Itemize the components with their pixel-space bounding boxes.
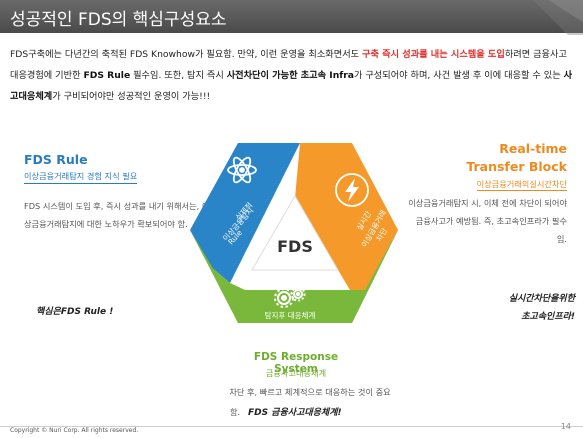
center-label: FDS [277, 237, 313, 256]
blue-segment [190, 143, 300, 283]
intro-text-3: 필수임. 또한, 탐지 즉시 [130, 70, 227, 81]
lightning-icon [335, 173, 369, 207]
intro-bold-3: 사고대응체계 [10, 70, 573, 102]
atom-icon [227, 156, 257, 184]
rule-body: FDS 시스템이 도입 후, 즉시 성과를 내기 위해서는, 이상금융거래탐지에… [24, 201, 210, 229]
intro-text-1: FDS구축에는 다년간의 축적된 FDS Knowhow가 필요함. 만약, 이… [10, 49, 363, 60]
realtime-subtitle: 이상금융거래의실시간차단 [476, 179, 567, 191]
footer-divider [0, 426, 583, 427]
corner-decoration [533, 0, 583, 35]
realtime-title: Real-time Transfer Block [447, 140, 567, 176]
intro-text-2: 하려면 금융사고 대응경험에 기반한 [10, 49, 567, 81]
green-label: 탐지후 대응체계 [265, 310, 316, 320]
intro-text-4: 가 구성되어야 하며, 사건 발생 후 이에 대응할 수 있는 [353, 70, 564, 81]
realtime-title-line2: Transfer Block [466, 159, 567, 174]
intro-bold-2: 사전차단이 가능한 초고속 Infra [226, 70, 354, 81]
realtime-title-line1: Real-time [499, 141, 567, 156]
intro-highlight-1: 구축 즉시 성과를 내는 시스템을 도입 [362, 49, 505, 60]
response-body: 차단 후, 빠르고 체계적으로 대응하는 것이 중요 [229, 387, 391, 397]
intro-bold-1: FDS Rule [83, 70, 131, 81]
response-body-suffix: 함. [230, 407, 241, 417]
response-subtitle: 금융사고대응체계 [265, 368, 327, 378]
copyright-text: Copyright © Nuri Corp. All rights reserv… [10, 427, 139, 434]
intro-text-5: 가 구비되어야만 성공적인 운영이 가능!!! [52, 91, 211, 102]
fds-triangle-diagram: FDS 실제적 이상금융탐지 Rule 실시간 이상금융거래 차단 탐지후 대응… [190, 143, 398, 323]
response-emphasis: FDS 금융사고대응체계! [248, 408, 342, 418]
realtime-emphasis: 실시간차단을위한 초고속인프라! [509, 290, 575, 326]
rule-subtitle: 이상금융거래탐지 경험 지식 필요 [24, 170, 138, 184]
rule-title: FDS Rule [24, 152, 88, 167]
realtime-emphasis-line1: 실시간차단을위한 [508, 294, 575, 304]
realtime-body: 이상금융거래탐지 시, 이체 전에 차단이 되어야 금융사고가 예방됨. 즉, … [408, 198, 567, 244]
orange-segment [295, 143, 398, 290]
intro-paragraph: FDS구축에는 다년간의 축적된 FDS Knowhow가 필요함. 만약, 이… [10, 44, 576, 107]
gears-icon [274, 286, 306, 308]
realtime-emphasis-line2: 초고속인프라! [521, 312, 575, 322]
center-triangle [251, 195, 339, 271]
page-number: 14 [560, 422, 571, 431]
title-bar: 성공적인 FDS의 핵심구성요소 [0, 0, 583, 33]
page-title: 성공적인 FDS의 핵심구성요소 [10, 10, 227, 30]
response-title: FDS Response System [253, 351, 339, 375]
rule-emphasis: 핵심은FDS Rule ! [36, 307, 114, 317]
